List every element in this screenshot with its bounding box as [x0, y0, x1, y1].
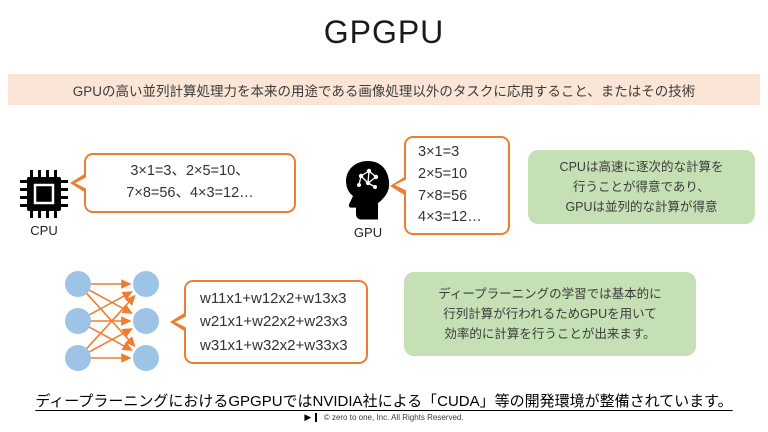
bubble-tail — [175, 315, 187, 328]
cpu-gpu-note: CPUは高速に逐次的な計算を 行うことが得意であり、 GPUは並列的な計算が得意 — [528, 150, 755, 224]
cpu-speech-bubble: 3×1=3、2×5=10、 7×8=56、4×3=12… — [70, 153, 296, 213]
bubble-tail — [395, 179, 407, 191]
gpu-bubble-line: 2×5=10 — [418, 165, 468, 182]
copyright-text: © zero to one, Inc. All Rights Reserved. — [323, 413, 464, 422]
gpu-label: GPU — [353, 225, 383, 240]
cpu-figure: CPU — [18, 170, 70, 238]
bubble-tail — [75, 176, 87, 189]
definition-text: GPUの高い並列計算処理力を本来の用途である画像処理以外のタスクに応用すること、… — [72, 83, 696, 99]
definition-banner: GPUの高い並列計算処理力を本来の用途である画像処理以外のタスクに応用すること、… — [8, 74, 760, 105]
play-logo-bar — [315, 413, 317, 422]
footer: ▶ © zero to one, Inc. All Rights Reserve… — [0, 413, 768, 422]
play-logo-icon: ▶ — [304, 412, 312, 422]
gpu-bubble-line: 4×3=12… — [418, 209, 482, 226]
cpu-chip-icon — [20, 170, 68, 218]
cpu-label: CPU — [30, 223, 58, 238]
note-line: ディープラーニングの学習では基本的に — [438, 287, 662, 301]
cuda-statement: ディープラーニングにおけるGPGPUではNVIDIA社による「CUDA」等の開発… — [35, 393, 733, 410]
page-title: GPGPU — [323, 14, 445, 50]
gpu-figure: GPU — [340, 160, 396, 240]
gpu-head-icon — [346, 161, 390, 220]
gpu-bubble-line: 7×8=56 — [418, 187, 468, 204]
cpu-bubble-line: 3×1=3、2×5=10、 — [130, 163, 250, 180]
gpu-speech-bubble: 3×1=3 2×5=10 7×8=56 4×3=12… — [390, 136, 510, 235]
matrix-line: w31x1+w32x2+w33x3 — [200, 336, 348, 354]
matrix-line: w11x1+w12x2+w13x3 — [200, 290, 347, 308]
note-line: CPUは高速に逐次的な計算を — [559, 160, 724, 174]
matrix-speech-bubble: w11x1+w12x2+w13x3 w21x1+w22x2+w23x3 w31x… — [170, 280, 368, 364]
note-line: 行列計算が行われるためGPUを用いて — [443, 307, 657, 321]
matrix-line: w21x1+w22x2+w23x3 — [200, 313, 348, 331]
note-line: 効率的に計算を行うことが出来ます。 — [444, 327, 656, 341]
gpu-bubble-line: 3×1=3 — [418, 144, 460, 160]
note-line: 行うことが得意であり、 — [573, 180, 710, 194]
cpu-bubble-line: 7×8=56、4×3=12… — [126, 185, 254, 201]
deep-learning-note: ディープラーニングの学習では基本的に 行列計算が行われるためGPUを用いて 効率… — [404, 272, 696, 356]
note-line: GPUは並列的な計算が得意 — [565, 200, 718, 214]
neural-network-diagram — [65, 271, 159, 371]
